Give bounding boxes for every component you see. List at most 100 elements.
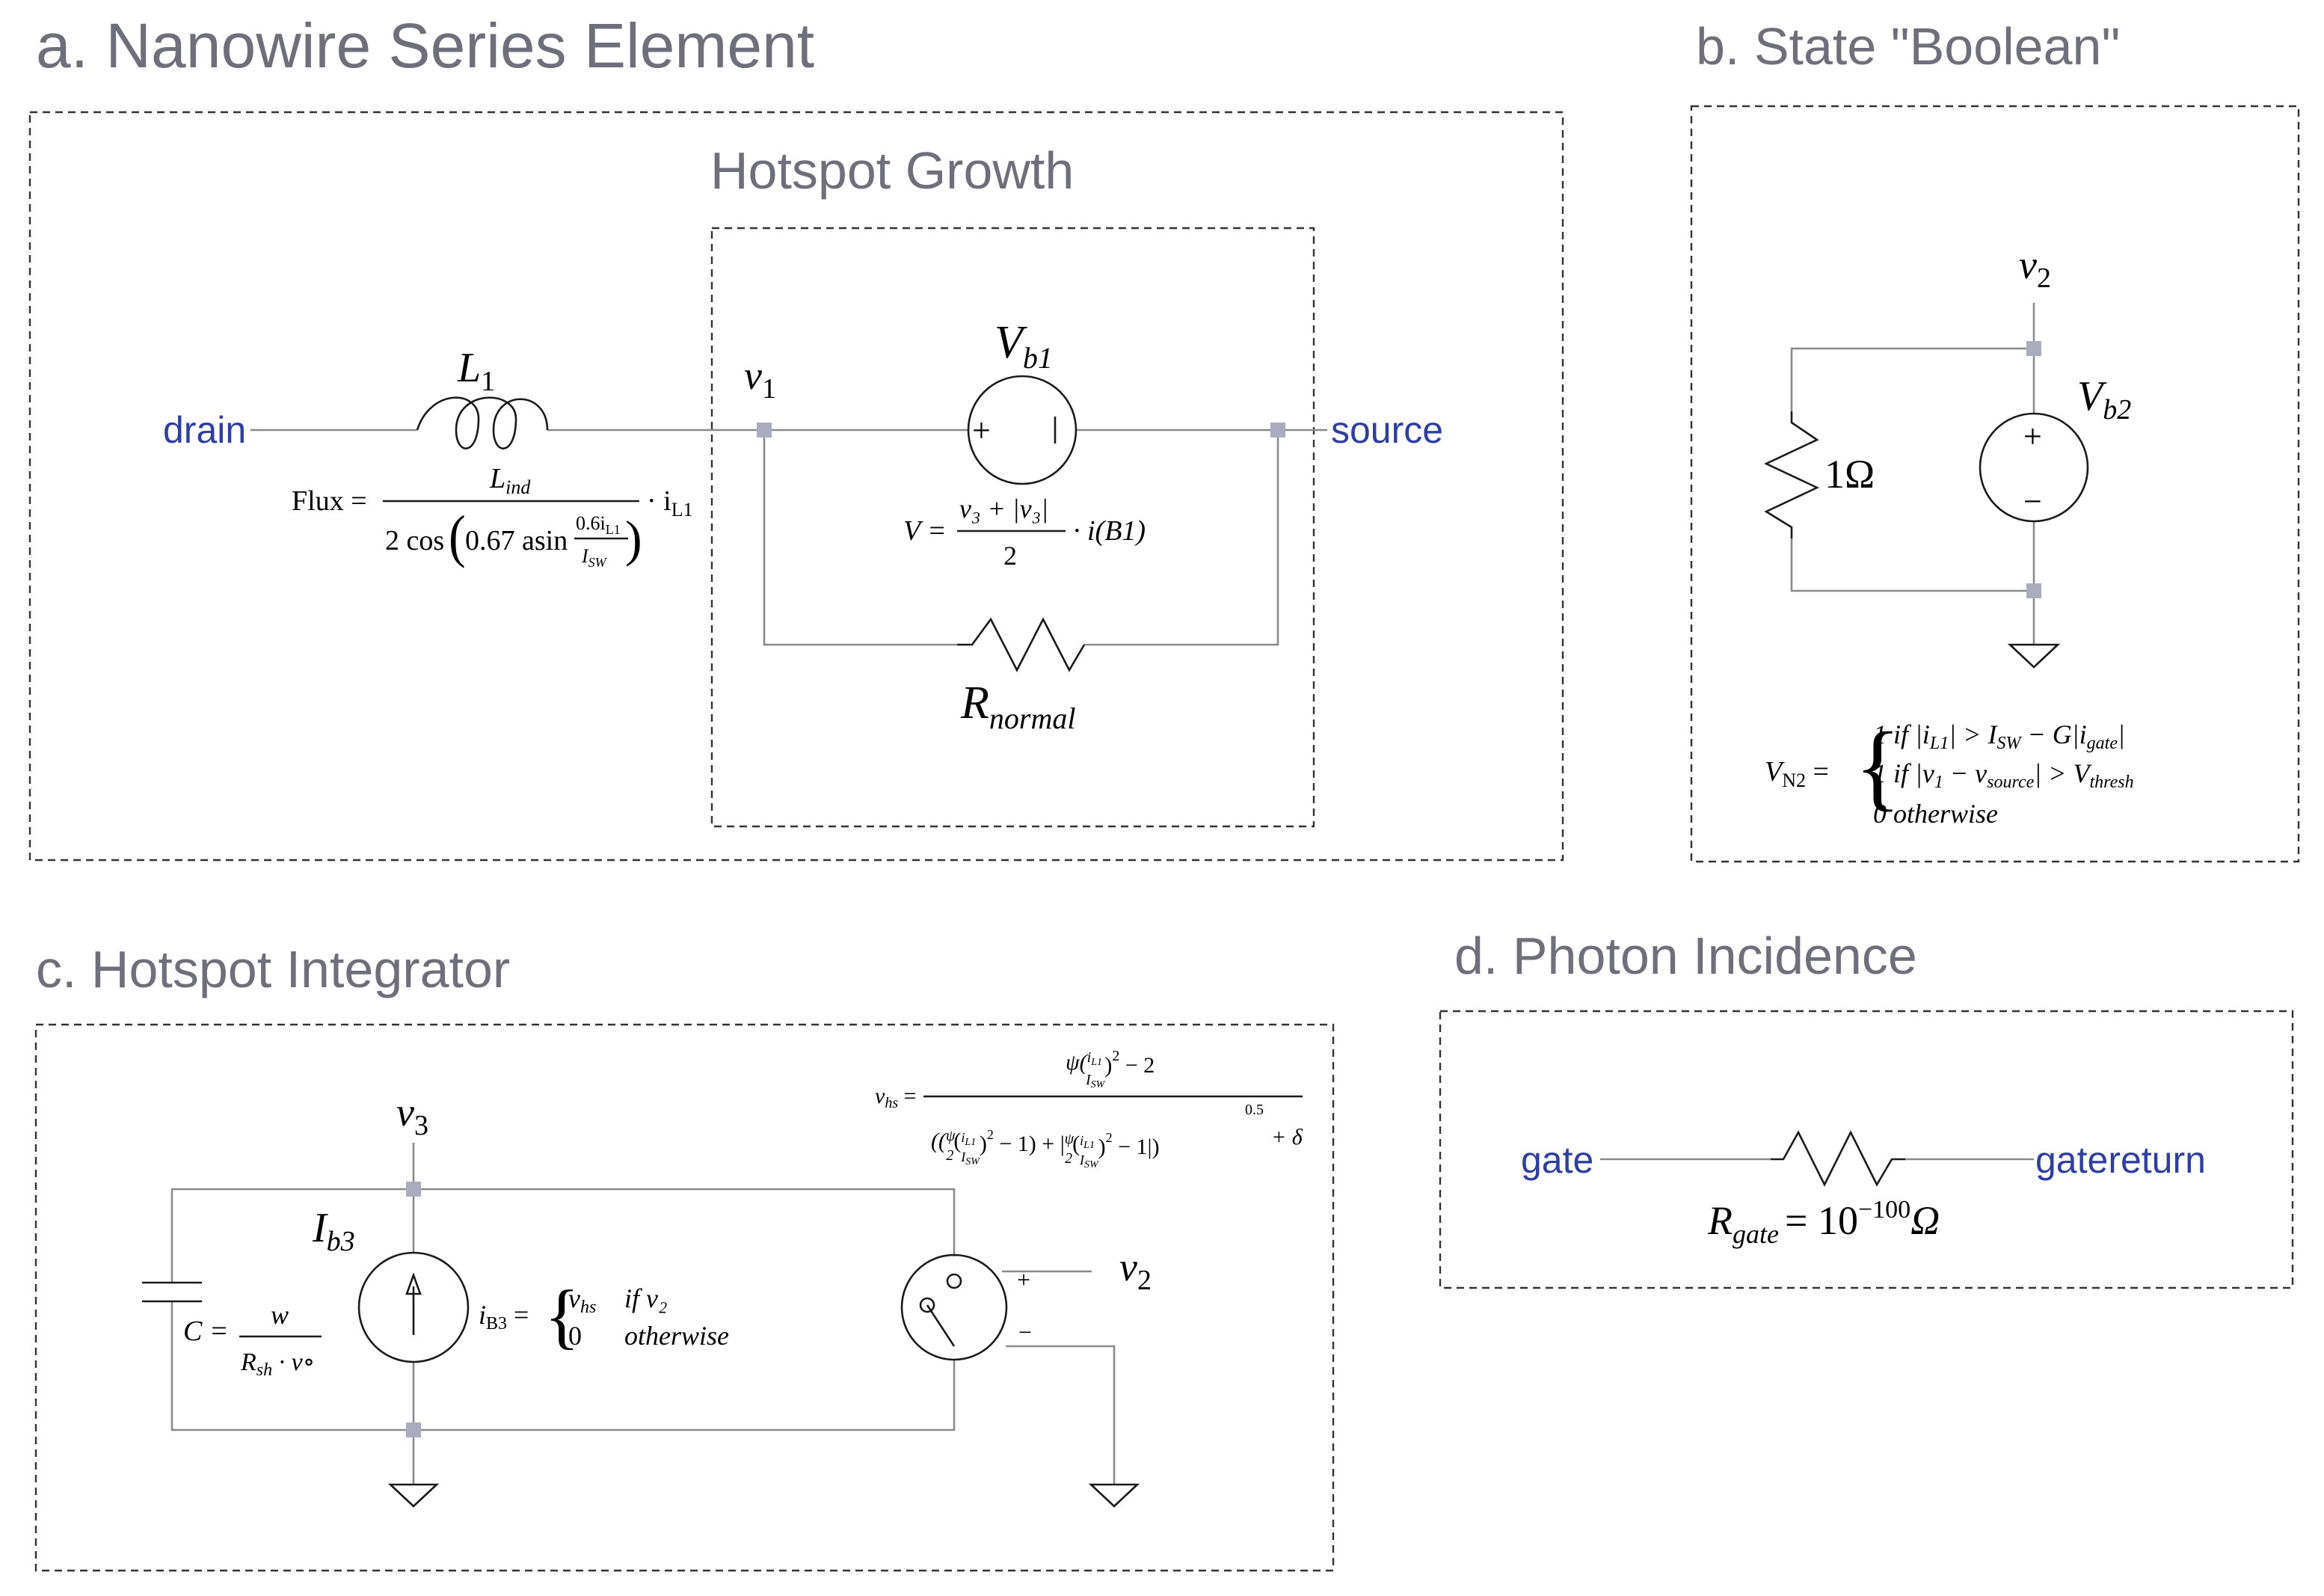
- cap-equation: C = w Rsh · v∘: [183, 1300, 322, 1380]
- cap-numerator: w: [271, 1300, 289, 1330]
- panel-c-frame: [34, 1023, 1335, 1572]
- vb2-minus-sign: −: [2023, 483, 2042, 520]
- panel-c: c. Hotspot Integrator v3 + − v2 Ib3 C =: [34, 940, 1335, 1572]
- wire-rnormal-loop-right: [1084, 430, 1279, 646]
- switch-blade: [926, 1304, 956, 1347]
- hotspot-growth-frame: [710, 227, 1315, 828]
- ib3-case2: 0: [568, 1321, 582, 1351]
- vn2-label: VN2 =: [1765, 756, 1829, 791]
- vhs-denominator-end: + δ: [1271, 1125, 1303, 1150]
- ib3-case1: vhs: [568, 1283, 596, 1317]
- label-ib3: Ib3: [312, 1205, 355, 1257]
- v-eq-label: V =: [903, 515, 947, 547]
- label-vb1: Vb1: [995, 317, 1053, 375]
- flux-denominator-b: 0.67 asin: [465, 525, 568, 556]
- resistor-1ohm: [1763, 411, 1820, 538]
- switch-plus-label: +: [1017, 1266, 1030, 1293]
- cap-label: C =: [183, 1316, 229, 1347]
- wire-c-top: [170, 1188, 956, 1283]
- flux-numerator: Lind: [489, 463, 531, 498]
- voltage-source-vb2: [1979, 412, 2089, 523]
- ib3-case2-cond: otherwise: [624, 1321, 729, 1351]
- label-v3: v3: [396, 1090, 428, 1141]
- node-c-bottom: [406, 1422, 421, 1437]
- flux-inner-den: ISW: [581, 545, 608, 570]
- flux-paren-close: ): [625, 510, 642, 567]
- cap-denominator: Rsh · v∘: [240, 1348, 315, 1380]
- v-eq-numerator: v₃ + |v₃|: [959, 494, 1048, 524]
- v-eq-denominator: 2: [1003, 541, 1017, 571]
- label-vb2: Vb2: [2077, 373, 2131, 426]
- panel-a: a. Nanowire Series Element Hotspot Growt…: [28, 10, 1564, 862]
- port-gate: gate: [1521, 1139, 1593, 1181]
- panel-d-title: d. Photon Incidence: [1454, 927, 1917, 985]
- vb1-plus-sign: +: [972, 412, 991, 449]
- ib3-eq-label: iB3 =: [479, 1300, 529, 1333]
- panel-c-title: c. Hotspot Integrator: [36, 940, 510, 998]
- vhs-label: vhs =: [875, 1084, 917, 1111]
- label-v2-top: v2: [2019, 242, 2051, 294]
- vhs-exponent: 0.5: [1245, 1102, 1264, 1118]
- vn2-case2: 1 if |v1 − vsource| > Vthresh: [1873, 758, 2134, 792]
- panel-a-frame: [28, 111, 1564, 862]
- panel-a-title: a. Nanowire Series Element: [36, 10, 814, 81]
- voltage-source-vb1: [967, 375, 1078, 485]
- wire-b-top: [1790, 347, 2034, 411]
- vn2-brace: {: [1854, 713, 1901, 820]
- wire-rnormal-loop: [763, 430, 957, 646]
- vn2-case1: 1 if |iL1| > ISW − G|igate|: [1873, 719, 2125, 753]
- port-gatereturn: gatereturn: [2035, 1139, 2206, 1181]
- port-source: source: [1331, 409, 1443, 451]
- label-rnormal: Rnormal: [960, 678, 1075, 735]
- label-1ohm: 1Ω: [1825, 452, 1875, 497]
- switch-contact-top: [946, 1273, 962, 1289]
- resistor-rnormal: [957, 617, 1086, 672]
- node-b-bottom: [2026, 583, 2041, 598]
- node-b-top: [2026, 341, 2041, 356]
- label-rgate: Rgate= 10−100Ω: [1707, 1196, 1940, 1249]
- vn2-case3: 0 otherwise: [1873, 799, 1998, 829]
- ib3-case1-cond: if v₂: [624, 1283, 668, 1313]
- flux-denominator-a: 2 cos: [385, 525, 444, 556]
- flux-inner-num: 0.6iL1: [576, 512, 621, 537]
- panel-b-frame: [1690, 105, 2300, 863]
- wire-c-bottom: [170, 1301, 956, 1431]
- label-l1: L1: [457, 345, 495, 397]
- ground-c-right: [1088, 1483, 1140, 1508]
- hotspot-growth-title: Hotspot Growth: [710, 141, 1074, 200]
- panel-d: d. Photon Incidence gate gatereturn Rgat…: [1439, 927, 2294, 1289]
- vn2-equation: VN2 = { 1 if |iL1| > ISW − G|igate| 1 if…: [1765, 713, 2134, 829]
- ib3-brace: {: [544, 1276, 580, 1357]
- vb2-plus-sign: +: [2023, 418, 2042, 455]
- current-source-ib3: [357, 1251, 470, 1363]
- ground-c-left: [387, 1483, 440, 1508]
- node-source: [1270, 423, 1285, 438]
- wire-b-bottom: [1790, 538, 2034, 592]
- panel-b-title: b. State "Boolean": [1696, 17, 2120, 76]
- panel-b: b. State "Boolean" v2 + − 1Ω Vb2 VN2 = {…: [1690, 17, 2300, 863]
- switch-minus-label: −: [1018, 1319, 1032, 1345]
- current-arrow-head: [405, 1272, 422, 1295]
- flux-label: Flux =: [292, 485, 367, 517]
- ground-b: [2007, 643, 2061, 669]
- inductor-l1: [416, 396, 549, 449]
- label-v2-switch: v2: [1119, 1244, 1152, 1296]
- ib3-equation: iB3 = { vhs if v₂ 0 otherwise: [479, 1276, 729, 1357]
- port-drain: drain: [163, 409, 246, 451]
- switch-body: [900, 1253, 1008, 1361]
- panel-d-frame: [1439, 1010, 2294, 1289]
- label-v1: v1: [744, 353, 776, 405]
- flux-multiplier: · iL1: [647, 485, 693, 521]
- node-v1: [757, 423, 772, 438]
- switch-contact-bottom: [919, 1297, 935, 1313]
- vb1-equation: V = v₃ + |v₃| 2 · i(B1): [903, 494, 1146, 571]
- resistor-rgate: [1771, 1130, 1905, 1187]
- flux-paren-open: (: [449, 504, 466, 568]
- node-c-top: [406, 1182, 421, 1197]
- wire-switch-minus: [1006, 1345, 1116, 1485]
- flux-equation: Flux = Lind 2 cos ( 0.67 asin 0.6iL1 ISW…: [292, 463, 693, 570]
